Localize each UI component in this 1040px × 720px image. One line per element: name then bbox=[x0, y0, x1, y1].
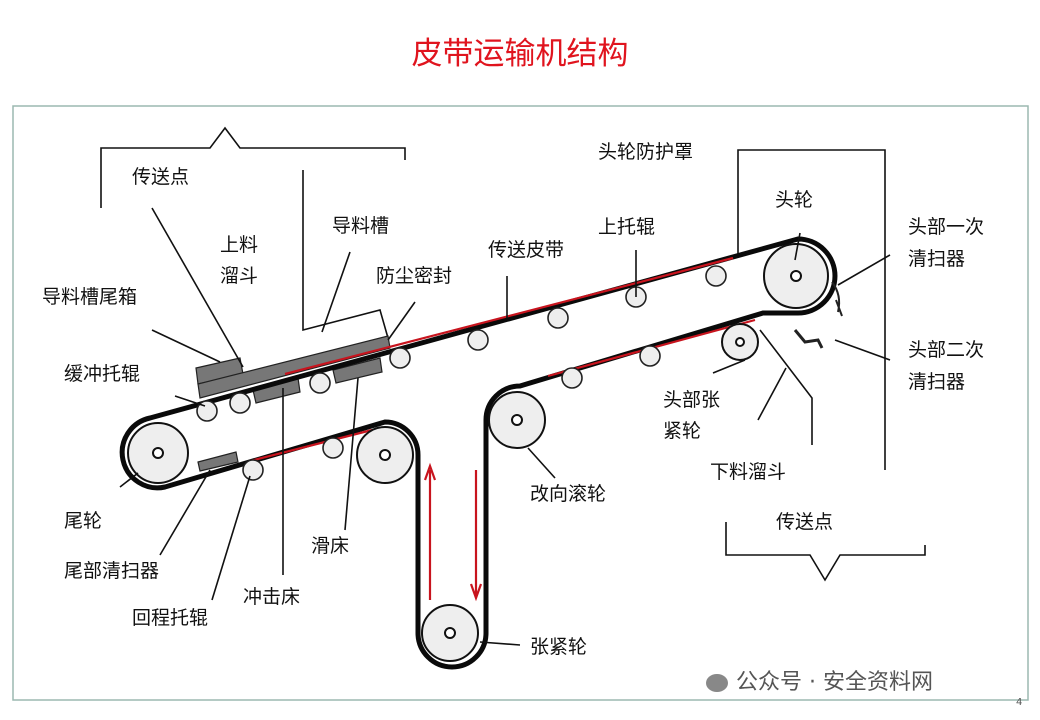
page-number: 4 bbox=[1016, 697, 1023, 708]
secondary-cleaner bbox=[793, 329, 824, 349]
head-pulley bbox=[763, 243, 829, 309]
transfer-point-bracket-bottom bbox=[725, 522, 926, 582]
loading-chute-base bbox=[197, 335, 391, 399]
label-head-pulley: 头轮 bbox=[775, 189, 813, 211]
head-snub-pulley bbox=[721, 323, 759, 361]
label-tail-box: 导料槽尾箱 bbox=[42, 286, 137, 308]
tail-pulley bbox=[127, 422, 189, 484]
bend-pulley bbox=[488, 391, 546, 449]
discharge-chute-outline bbox=[759, 329, 813, 445]
label-head-snub-2: 紧轮 bbox=[663, 420, 701, 442]
label-loading-chute-2: 溜斗 bbox=[220, 265, 258, 287]
label-skirt-board: 导料槽 bbox=[332, 215, 389, 237]
label-loading-chute-1: 上料 bbox=[220, 234, 258, 256]
label-dust-seal: 防尘密封 bbox=[376, 265, 452, 287]
label-primary-cleaner-1: 头部一次 bbox=[908, 216, 984, 238]
watermark: 公众号 · 安全资料网 bbox=[706, 664, 933, 696]
return-idlers bbox=[242, 345, 661, 481]
slide-bed-block bbox=[332, 357, 383, 384]
snub-pulley-tail bbox=[356, 426, 414, 484]
label-discharge-chute: 下料溜斗 bbox=[710, 461, 786, 483]
diagram-frame bbox=[12, 105, 1029, 701]
label-head-guard: 头轮防护罩 bbox=[598, 141, 693, 163]
head-guard-outline bbox=[737, 149, 886, 470]
label-take-up: 张紧轮 bbox=[530, 636, 587, 658]
label-secondary-cleaner-2: 清扫器 bbox=[908, 371, 965, 393]
tail-cleaner-block bbox=[197, 451, 239, 472]
wechat-icon bbox=[706, 674, 728, 692]
carry-idlers bbox=[196, 265, 727, 422]
watermark-text: 公众号 · 安全资料网 bbox=[736, 670, 933, 695]
label-transfer-point-bottom: 传送点 bbox=[776, 511, 833, 533]
label-primary-cleaner-2: 清扫器 bbox=[908, 248, 965, 270]
carry-flow-line bbox=[284, 256, 734, 376]
label-carry-idler: 上托辊 bbox=[598, 216, 655, 238]
primary-cleaner bbox=[831, 281, 843, 317]
label-head-snub-1: 头部张 bbox=[663, 389, 720, 411]
label-bend-pulley: 改向滚轮 bbox=[530, 483, 606, 505]
up-arrow bbox=[423, 462, 437, 600]
label-impact-bed: 冲击床 bbox=[243, 586, 300, 608]
label-return-idler: 回程托辊 bbox=[132, 607, 208, 629]
page-title: 皮带运输机结构 bbox=[411, 36, 629, 72]
label-transfer-point-top: 传送点 bbox=[132, 166, 189, 188]
conveyor-belt bbox=[119, 236, 838, 670]
transfer-point-bracket-top bbox=[100, 126, 406, 208]
return-flow-line-tail bbox=[249, 428, 373, 463]
label-impact-idler: 缓冲托辊 bbox=[64, 363, 140, 385]
label-tail-cleaner: 尾部清扫器 bbox=[64, 560, 159, 582]
leader-lines bbox=[119, 207, 891, 646]
label-belt: 传送皮带 bbox=[488, 239, 564, 261]
label-secondary-cleaner-1: 头部二次 bbox=[908, 339, 984, 361]
down-arrow bbox=[469, 470, 483, 602]
skirt-board-outline bbox=[302, 170, 389, 339]
label-slide-bed: 滑床 bbox=[311, 535, 349, 557]
label-tail-pulley: 尾轮 bbox=[64, 510, 102, 532]
take-up-pulley bbox=[421, 604, 479, 662]
